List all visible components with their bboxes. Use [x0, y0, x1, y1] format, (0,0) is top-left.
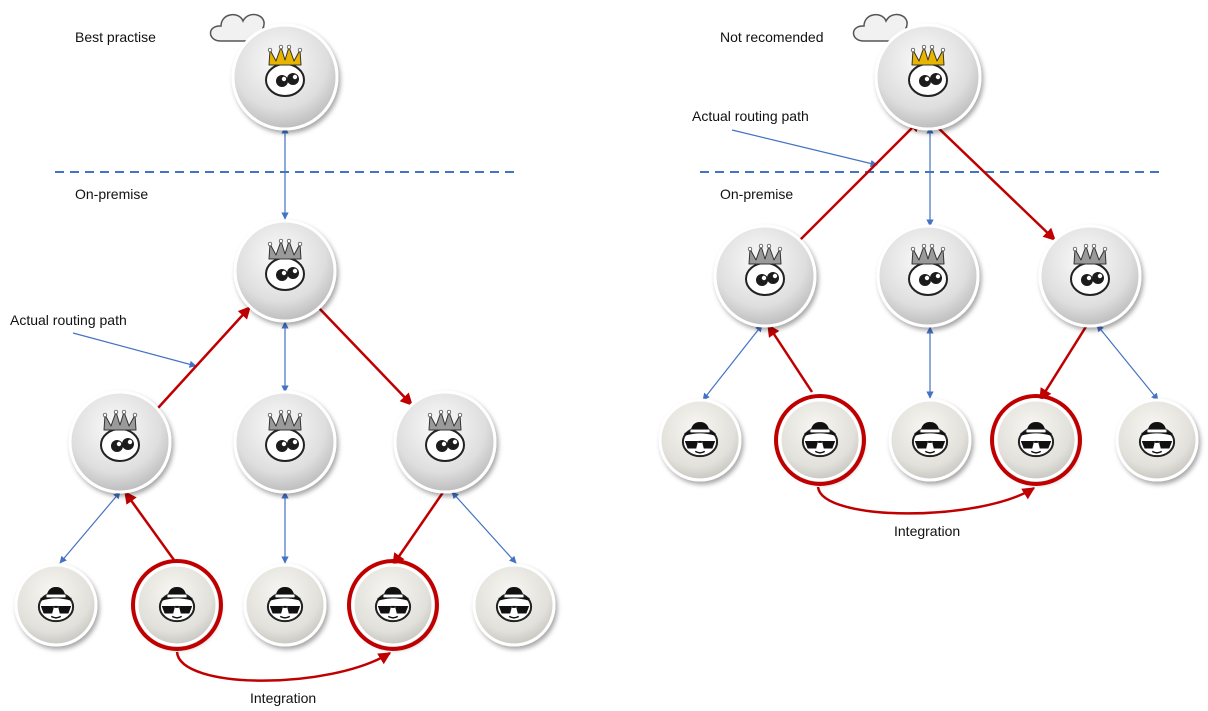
left-integration-label: Integration	[250, 690, 317, 706]
right-cloud-node	[852, 13, 982, 131]
right-node-right	[1038, 224, 1142, 328]
left-client-1	[14, 563, 98, 647]
right-on-premise-label: On-premise	[720, 186, 794, 202]
right-client-4	[990, 394, 1082, 486]
left-routing-path-label: Actual routing path	[10, 312, 127, 328]
right-route-cloud-rightnode	[929, 119, 1056, 241]
right-leftnode-client1-link	[702, 324, 763, 401]
left-route-hub-rightnode	[317, 306, 413, 406]
right-integration-label: Integration	[894, 523, 961, 539]
right-route-rightnode-client4	[1038, 324, 1089, 402]
right-node-left	[713, 224, 817, 328]
left-leftnode-client1-link	[59, 491, 121, 564]
left-client-3	[243, 563, 327, 647]
right-client-5	[1115, 398, 1199, 482]
right-panel-title: Not recomended	[720, 29, 824, 45]
left-integration-arrow	[175, 651, 392, 682]
right-route-client2-up	[766, 323, 814, 393]
left-client-4	[347, 559, 439, 651]
left-node-center	[233, 390, 337, 494]
left-cloud-node	[209, 13, 339, 131]
right-client-1	[658, 398, 742, 482]
left-rightnode-client5-link	[451, 491, 517, 564]
left-hub-node	[233, 219, 337, 323]
left-route-leftnode-hub	[157, 306, 251, 409]
left-client-2	[131, 559, 223, 651]
right-integration-arrow	[816, 486, 1036, 515]
right-route-leftnode-cloud	[799, 119, 921, 241]
left-node-right	[393, 390, 497, 494]
right-node-center	[876, 224, 980, 328]
left-on-premise-label: On-premise	[75, 186, 149, 202]
left-routing-pointer	[72, 332, 197, 368]
left-panel-title: Best practise	[75, 29, 156, 45]
left-route-client2-up	[123, 490, 176, 561]
right-routing-path-label: Actual routing path	[692, 108, 809, 124]
right-client-3	[888, 398, 972, 482]
right-rightnode-client5-link	[1096, 324, 1159, 401]
left-node-left	[68, 390, 172, 494]
right-client-2	[774, 394, 866, 486]
left-client-5	[472, 563, 556, 647]
right-routing-pointer	[731, 129, 878, 167]
left-route-rightnode-client4	[391, 487, 448, 567]
